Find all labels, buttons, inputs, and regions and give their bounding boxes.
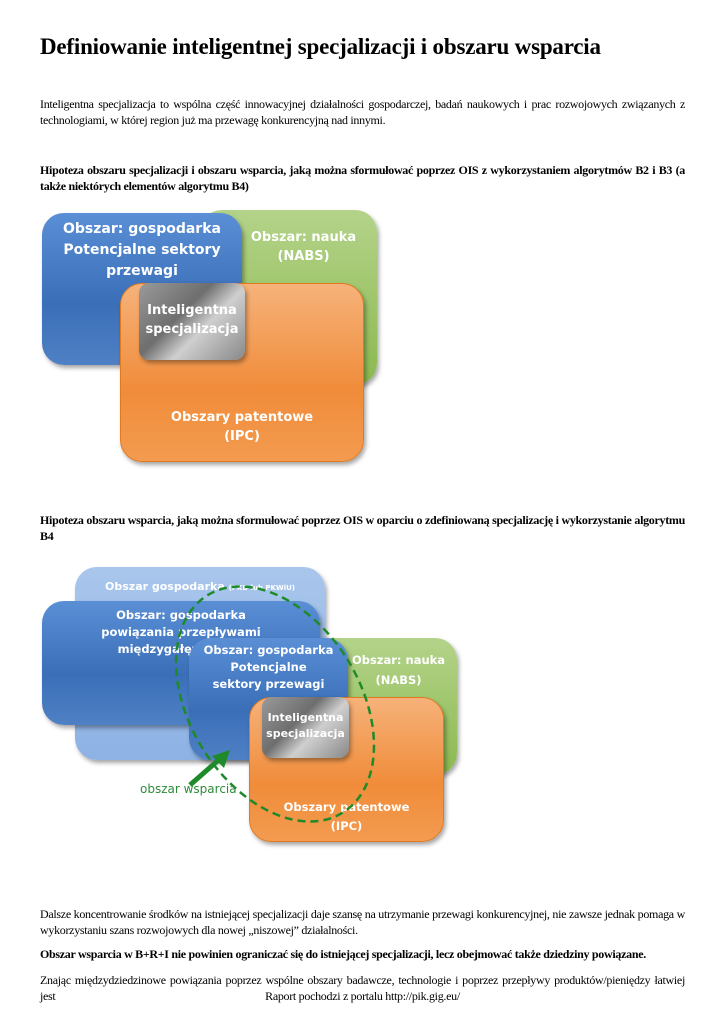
smart-specialisation-box-2: Inteligentna specjalizacja: [262, 697, 349, 758]
paragraph-3: Znając międzydziedzinowe powiązania popr…: [40, 973, 685, 1003]
support-area-label: obszar wsparcia: [140, 782, 237, 796]
intro-paragraph: Inteligentna specjalizacja to wspólna cz…: [40, 97, 685, 127]
hypothesis-1-heading: Hipoteza obszaru specjalizacji i obszaru…: [40, 163, 685, 193]
hypothesis-2-heading: Hipoteza obszaru wsparcia, jaką można sf…: [40, 513, 685, 543]
page-title: Definiowanie inteligentnej specjalizacji…: [40, 34, 601, 59]
arrow-head-icon: [212, 750, 230, 768]
support-area-ellipse: [174, 585, 376, 823]
paragraph-1: Dalsze koncentrowanie środków na istniej…: [40, 907, 685, 937]
footer-source: Raport pochodzi z portalu http://pik.gig…: [265, 989, 460, 1003]
smart-specialisation-box: Inteligentna specjalizacja: [139, 283, 245, 360]
arrow-icon: [188, 755, 224, 787]
paragraph-2: Obszar wsparcia w B+R+I nie powinien ogr…: [40, 947, 646, 961]
